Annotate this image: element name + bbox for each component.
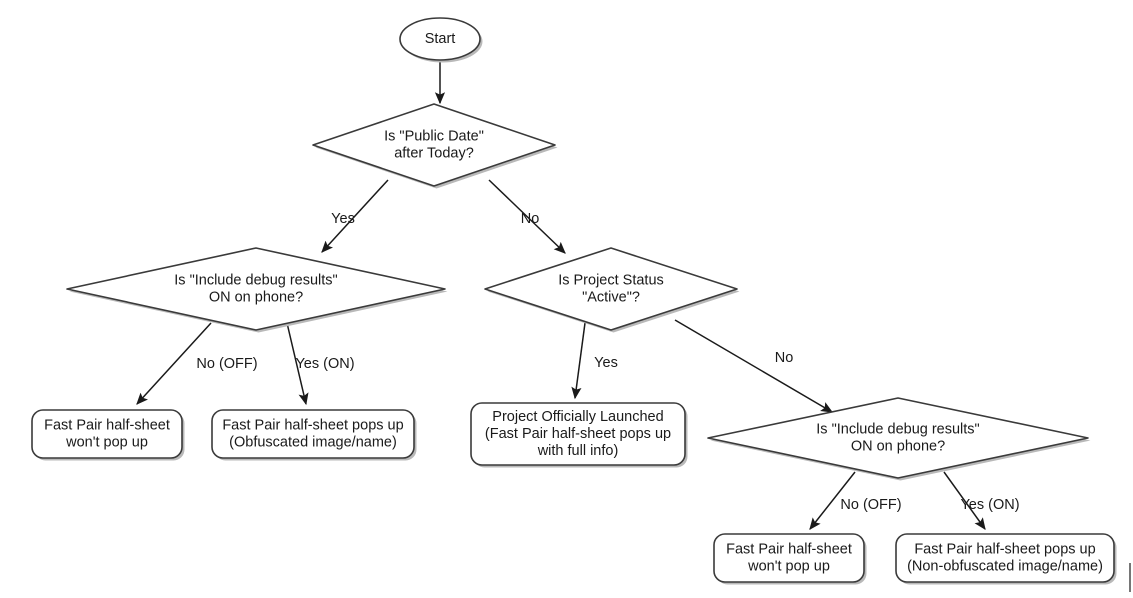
edge-debugright-no [809,471,856,530]
edge-label-status-yes: Yes [594,355,618,371]
node-label-decision-public-date: Is "Public Date"after Today? [384,128,484,161]
edge-label-debugright-yes: Yes (ON) [960,497,1019,513]
edge-debugleft-no [136,322,212,405]
edge-debugleft-yes [286,322,309,406]
edges-layer [136,60,986,530]
node-box-left-off[interactable] [31,409,185,461]
node-start[interactable] [399,17,483,63]
edge-label-debugleft-no: No (OFF) [196,356,257,372]
edge-publicdate-no [488,179,566,254]
node-label-box-left-on: Fast Pair half-sheet pops up(Obfuscated … [222,417,403,450]
edge-publicdate-yes [321,179,389,253]
node-label-box-launched: Project Officially Launched(Fast Pair ha… [485,409,671,459]
node-label-decision-debug-left: Is "Include debug results"ON on phone? [174,272,337,305]
edge-label-debugright-no: No (OFF) [840,497,901,513]
node-label-decision-project-status: Is Project Status"Active"? [558,272,664,305]
edge-debugright-yes [943,471,986,530]
node-decision-debug-right[interactable] [707,397,1091,481]
node-box-left-on[interactable] [211,409,417,461]
node-label-start: Start [425,31,456,47]
nodes-layer: Start Is "Public Date"after Today? Is "Inc… [31,17,1117,585]
node-box-right-on[interactable] [895,533,1117,585]
edge-label-status-no: No [775,350,794,366]
node-box-right-off[interactable] [713,533,867,585]
node-box-launched[interactable] [470,402,688,468]
edge-label-debugleft-yes: Yes (ON) [295,356,354,372]
node-decision-debug-left[interactable] [66,247,448,333]
node-label-decision-debug-right: Is "Include debug results"ON on phone? [816,421,979,454]
node-decision-public-date[interactable] [312,103,558,189]
edge-status-no [674,319,834,413]
node-decision-project-status[interactable] [484,247,740,333]
edge-label-publicdate-yes: Yes [331,211,355,227]
node-label-box-right-on: Fast Pair half-sheet pops up(Non-obfusca… [907,541,1103,574]
edge-label-publicdate-no: No [521,211,540,227]
edge-status-yes [571,322,586,400]
